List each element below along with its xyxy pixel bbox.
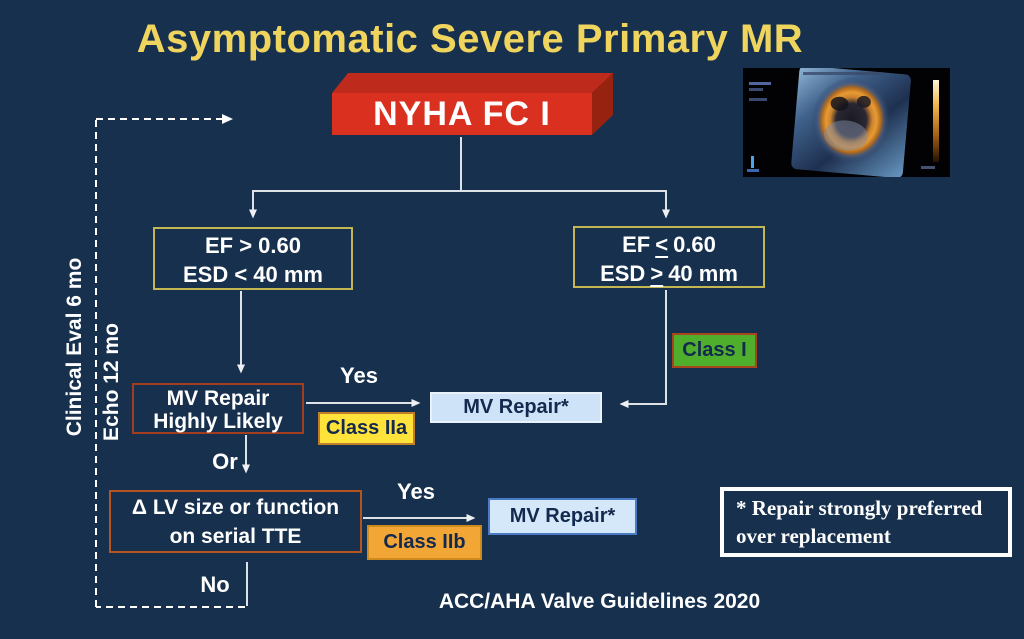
delta-lv-box: Δ LV size or function on serial TTE <box>109 490 362 553</box>
criteria-right-line2: ESD>40 mm <box>600 261 738 286</box>
geq-operator: > <box>650 261 664 286</box>
clinical-eval-label: Clinical Eval 6 mo <box>63 257 86 437</box>
page-title: Asymptomatic Severe Primary MR <box>136 17 804 61</box>
criteria-left-line1: EF > 0.60 <box>204 233 301 258</box>
yes-label-bottom: Yes <box>397 479 435 504</box>
guidelines-source: ACC/AHA Valve Guidelines 2020 <box>438 590 761 613</box>
nyha-box-label: NYHA FC I <box>373 95 551 133</box>
class-i-badge: Class I <box>672 333 757 368</box>
mv-repair-outcome-top: MV Repair* <box>430 392 602 423</box>
yes-label-top: Yes <box>340 363 378 388</box>
or-label: Or <box>212 449 238 474</box>
mitral-valve-3d-echo-image <box>743 68 950 177</box>
class-iib-badge: Class IIb <box>367 525 482 560</box>
criteria-right-line1: EF<0.60 <box>622 232 716 257</box>
footnote-box: * Repair strongly preferred over replace… <box>720 487 1012 557</box>
criteria-box-reduced-ef: EF<0.60 ESD>40 mm <box>573 226 765 288</box>
leq-operator: < <box>655 232 669 257</box>
footnote-line1: * Repair strongly preferred <box>736 496 983 520</box>
echo-interval-label: Echo 12 mo <box>100 323 123 441</box>
footnote-line2: over replacement <box>736 524 891 548</box>
criteria-box-preserved-ef: EF > 0.60 ESD < 40 mm <box>153 227 353 290</box>
nyha-3d-box <box>332 73 613 135</box>
class-iia-badge: Class IIa <box>318 412 415 445</box>
no-label: No <box>200 572 230 597</box>
mv-repair-outcome-bottom: MV Repair* <box>488 498 637 535</box>
criteria-left-line2: ESD < 40 mm <box>182 262 323 287</box>
mv-repair-likely-box: MV Repair Highly Likely <box>132 383 304 434</box>
